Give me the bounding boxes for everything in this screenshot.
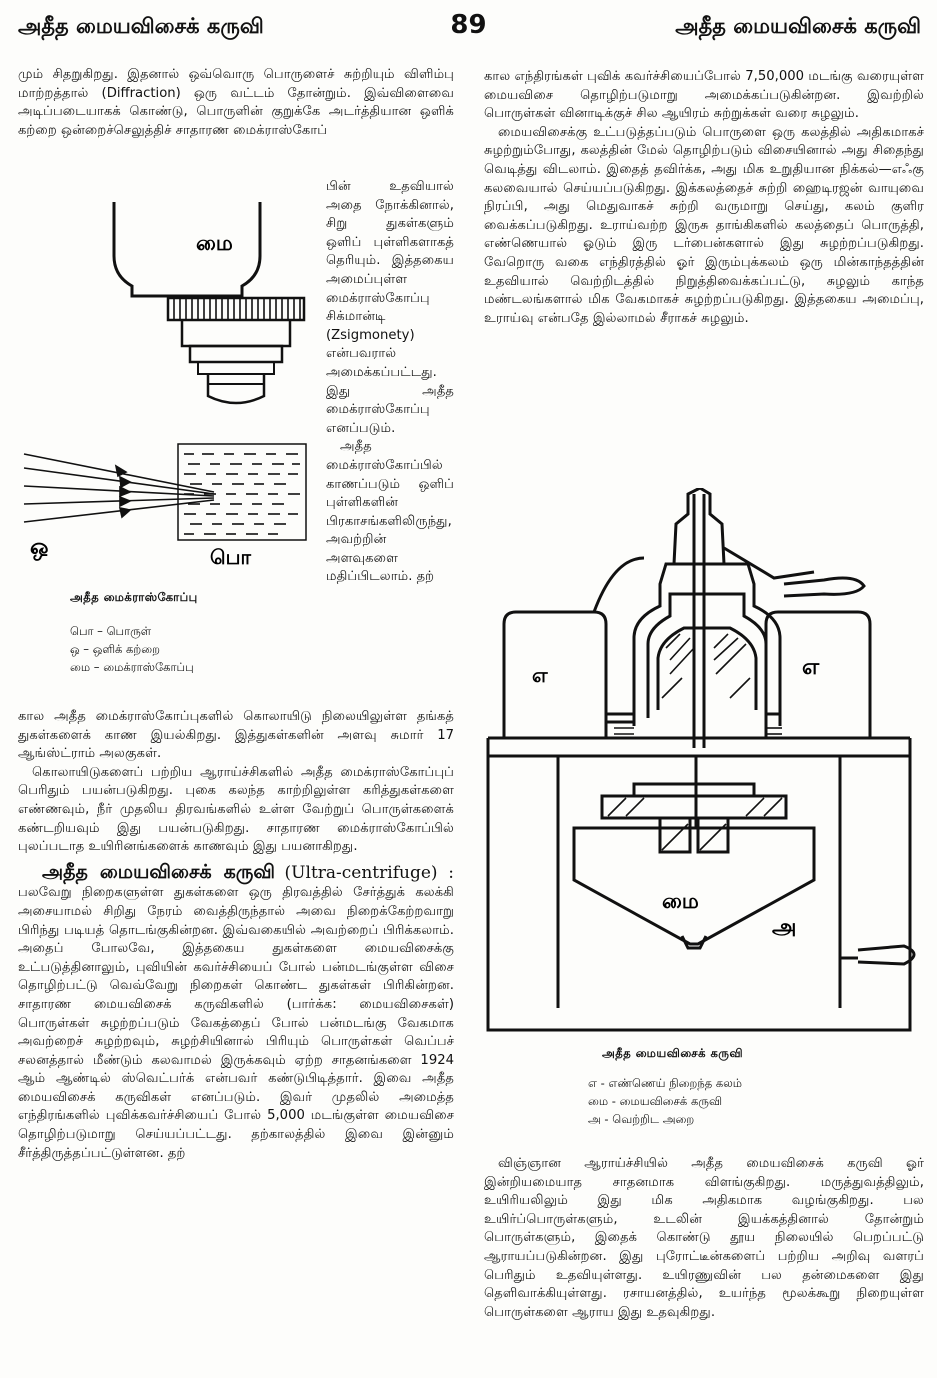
section-heading: அதீத மையவிசைக் கருவி — [42, 860, 275, 883]
legend-item: மை – மைக்ராஸ்கோப்பு — [70, 660, 194, 674]
left-body-text: கால அதீத மைக்ராஸ்கோப்புகளில் கொலாயிடு நி… — [18, 708, 454, 1163]
centrifuge-label-mai: மை — [662, 889, 699, 913]
section-heading-latin: (Ultra-centrifuge) : — [284, 862, 454, 883]
centrifuge-legend: எ - எண்ணெய் நிறைந்த கலம் மை - மையவிசைக் … — [588, 1074, 742, 1128]
vessel-paragraph: மையவிசைக்கு உட்படுத்தப்படும் பொருளை ஒரு … — [484, 124, 924, 326]
narrow-paragraph-1: பின் உதவியால் அதை நோக்கினால், சிறு துகள்… — [326, 179, 454, 436]
left-intro-text: மும் சிதறுகிறது. இதனால் ஒவ்வொரு பொருளைச்… — [18, 66, 454, 140]
microscope-legend: பொ – பொருள் ஒ – ஒளிக் கற்றை மை – மைக்ராஸ… — [70, 622, 194, 676]
research-paragraph: விஞ்ஞான ஆராய்ச்சியில் அதீத மையவிசைக் கரு… — [484, 1156, 924, 1320]
object-label: பொ — [210, 545, 251, 569]
right-body-text: கால எந்திரங்கள் புவிக் கவர்ச்சியைப்போல் … — [484, 68, 924, 328]
legend-item: மை - மையவிசைக் கருவி — [588, 1094, 723, 1108]
section-heading-paragraph: அதீத மையவிசைக் கருவி (Ultra-centrifuge) … — [18, 860, 454, 1164]
narrow-column-text: பின் உதவியால் அதை நோக்கினால், சிறு துகள்… — [326, 178, 454, 587]
centrifuge-figure-title: அதீத மையவிசைக் கருவி — [602, 1046, 744, 1060]
page-number: 89 — [450, 10, 487, 40]
oil-tank-label-left: எ — [532, 663, 548, 687]
legend-item: பொ – பொருள் — [70, 624, 152, 638]
right-continuation-paragraph: கால எந்திரங்கள் புவிக் கவர்ச்சியைப்போல் … — [484, 69, 924, 122]
intro-paragraph: மும் சிதறுகிறது. இதனால் ஒவ்வொரு பொருளைச்… — [18, 67, 454, 138]
right-bottom-text: விஞ்ஞான ஆராய்ச்சியில் அதீத மையவிசைக் கரு… — [484, 1155, 924, 1322]
legend-item: அ - வெற்றிட அறை — [588, 1112, 695, 1126]
ultracentrifuge-figure: எ எ மை அ — [486, 488, 916, 1032]
running-header-right: அதீத மையவிசைக் கருவி — [675, 14, 921, 38]
narrow-paragraph-2: அதீத மைக்ராஸ்கோப்பில் காணப்படும் ஒளிப் ப… — [326, 439, 454, 585]
oil-tank-label-right: எ — [802, 655, 820, 680]
running-header-left: அதீத மையவிசைக் கருவி — [18, 14, 264, 38]
microscope-figure: மை ஒ பொ — [23, 202, 307, 569]
legend-item: ஒ – ஒளிக் கற்றை — [70, 642, 160, 656]
light-beam-label: ஒ — [30, 535, 48, 561]
microscope-figure-title: அதீத மைக்ராஸ்கோப்பு — [70, 590, 198, 604]
microscope-label-mai: மை — [196, 231, 233, 255]
legend-item: எ - எண்ணெய் நிறைந்த கலம் — [588, 1076, 743, 1090]
continuation-paragraph: கால அதீத மைக்ராஸ்கோப்புகளில் கொலாயிடு நி… — [18, 709, 454, 762]
colloid-paragraph: கொலாயிடுகளைப் பற்றிய ஆராய்ச்சிகளில் அதீத… — [18, 764, 454, 855]
ultracentrifuge-paragraph: பலவேறு நிறைகளுள்ள துகள்களை ஒரு திரவத்தில… — [18, 885, 454, 1161]
vacuum-chamber-label: அ — [772, 915, 796, 940]
